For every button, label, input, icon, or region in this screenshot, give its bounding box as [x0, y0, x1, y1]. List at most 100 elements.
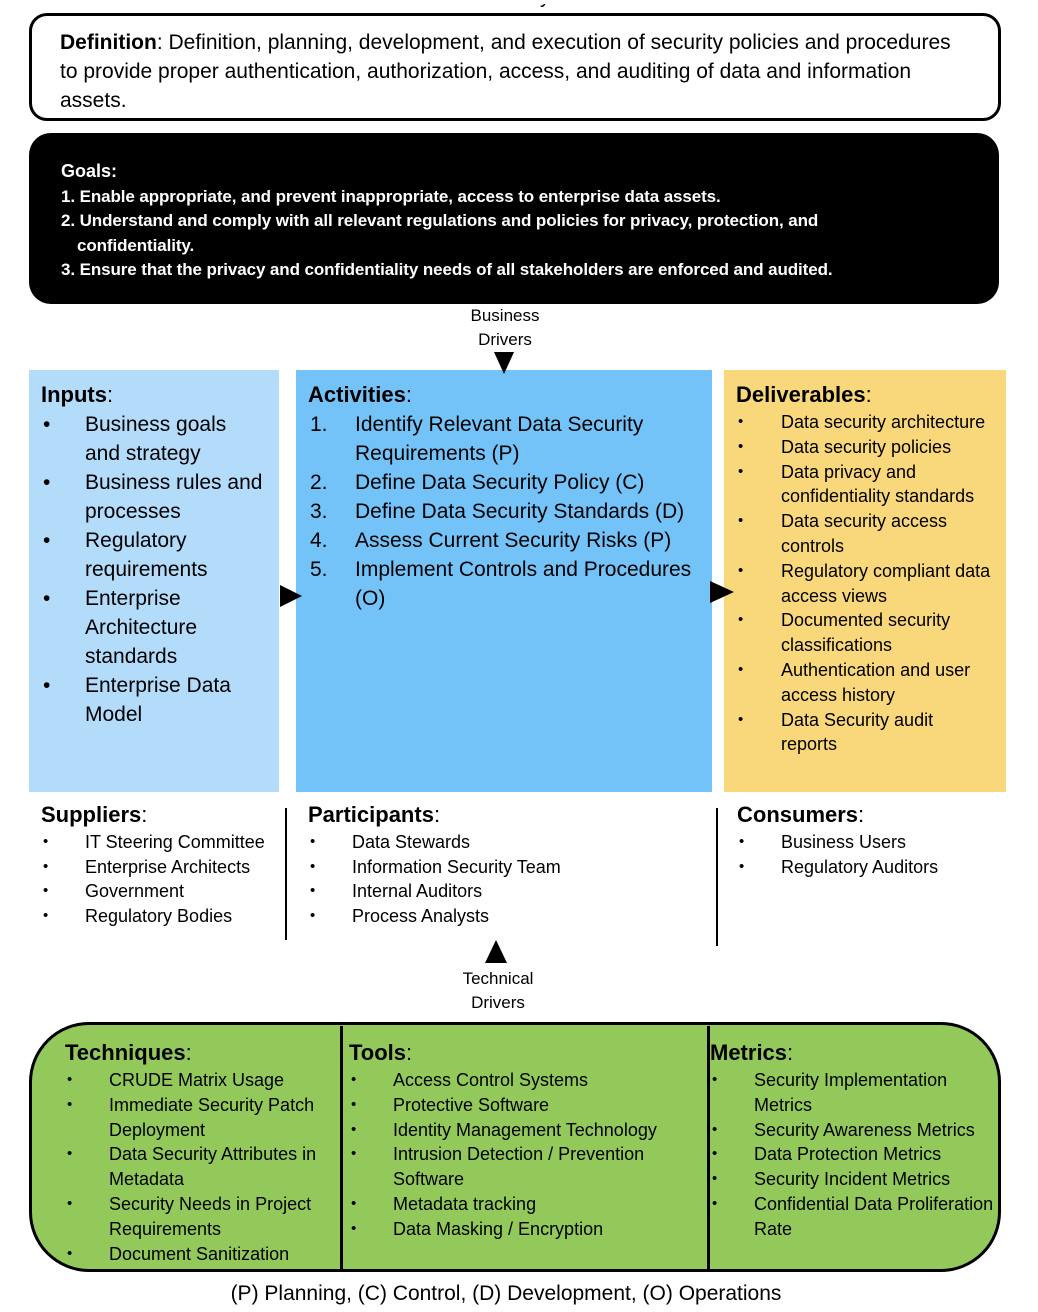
cropped-page-title: Data Security	[430, 0, 550, 9]
list-item: 2.Define Data Security Policy (C)	[308, 468, 700, 497]
participants-title-colon: :	[433, 802, 441, 827]
supplier-text: IT Steering Committee	[85, 832, 265, 852]
definition-box: Definition: Definition, planning, develo…	[29, 13, 1001, 121]
list-item: •Metadata tracking	[349, 1192, 704, 1217]
list-item: • Security Needs in Project Requirements	[65, 1192, 340, 1242]
activities-title: Activities	[308, 382, 406, 407]
metrics-section: Metrics: •Security Implementation Metric…	[710, 1038, 998, 1242]
inputs-title-colon: :	[107, 382, 114, 407]
bullet-icon: •	[738, 437, 744, 455]
bullet-icon: •	[67, 1244, 73, 1262]
bullet-icon: •	[712, 1071, 718, 1088]
list-item: •Business Users	[737, 830, 1007, 855]
bullet-icon: •	[43, 907, 49, 925]
goal-number: 2.	[61, 211, 75, 230]
supplier-text: Enterprise Architects	[85, 856, 251, 877]
list-item: •Process Analysts	[308, 904, 708, 929]
goal-item: 2. Understand and comply with all releva…	[61, 209, 967, 258]
input-text: Business goals and strategy	[85, 413, 227, 465]
bullet-icon: •	[43, 857, 49, 875]
bullet-icon: •	[712, 1145, 718, 1163]
technical-drivers-line2: Drivers	[471, 993, 525, 1012]
tool-text: Identity Management Technology	[393, 1119, 657, 1140]
bullet-icon: •	[351, 1095, 357, 1113]
metric-text: Security Incident Metrics	[754, 1169, 951, 1190]
bullet-icon: •	[351, 1071, 357, 1088]
list-item: 5. Implement Controls and Procedures (O)	[308, 555, 700, 613]
list-item: •CRUDE Matrix Usage	[65, 1068, 340, 1093]
technique-text: Security Needs in Project Requirements	[109, 1193, 312, 1239]
goal-number: 1.	[61, 186, 75, 206]
metric-text: Confidential Data Proliferation Rate	[754, 1193, 994, 1239]
deliverables-title-colon: :	[865, 382, 872, 407]
goal-number: 3.	[61, 260, 75, 279]
input-text: Enterprise Data Model	[85, 674, 231, 726]
activities-panel: Activities: 1. Identify Relevant Data Sec…	[296, 370, 712, 792]
list-item: •Information Security Team	[308, 855, 708, 880]
inputs-list: •Business goals and strategy •Business r…	[41, 410, 267, 729]
techniques-tools-metrics-box	[29, 1022, 1001, 1272]
technical-drivers-label: Technical Drivers	[447, 967, 549, 1015]
bullet-icon: •	[739, 833, 745, 850]
list-item: •Data security architecture	[736, 410, 994, 435]
activities-title-colon: :	[405, 382, 412, 407]
bullet-icon: •	[310, 857, 316, 875]
activity-text: Identify Relevant Data Security Requirem…	[355, 413, 644, 465]
list-item: •Immediate Security Patch Deployment	[65, 1093, 340, 1143]
bullet-icon: •	[738, 561, 744, 579]
metric-text: Security Implementation Metrics	[754, 1070, 948, 1115]
bullet-icon: •	[67, 1194, 73, 1212]
tools-title-colon: :	[406, 1040, 413, 1065]
list-item: •Data Security Attributes in Metadata	[65, 1142, 340, 1192]
input-text: Enterprise Architecture standards	[85, 587, 198, 668]
activity-number: 4.	[310, 529, 328, 552]
technical-drivers-line1: Technical	[462, 969, 534, 988]
deliverable-text: Authentication and user access history	[781, 659, 971, 705]
list-item: •Data security access controls	[736, 509, 994, 559]
bullet-icon: •	[43, 882, 49, 900]
bullet-icon: •	[67, 1145, 73, 1163]
goal-text: Understand and comply with all relevant …	[79, 211, 819, 230]
list-item: •Enterprise Architecture standards	[41, 584, 267, 671]
bullet-icon: •	[351, 1120, 357, 1138]
tool-text: Access Control Systems	[393, 1070, 589, 1090]
list-item: •Enterprise Data Model	[41, 671, 267, 729]
suppliers-title-colon: :	[141, 802, 148, 827]
goal-text: Enable appropriate, and prevent inapprop…	[79, 186, 721, 206]
list-item: • Authentication and user access history	[736, 658, 994, 708]
deliverables-panel: Deliverables: •Data security architectur…	[724, 370, 1006, 792]
bullet-icon: •	[43, 413, 51, 436]
technical-drivers-arrow-icon	[485, 940, 507, 963]
bullet-icon: •	[712, 1170, 718, 1188]
input-text: Business rules and processes	[85, 471, 263, 523]
consumers-title: Consumers	[737, 802, 859, 827]
technique-text: Immediate Security Patch Deployment	[109, 1094, 315, 1140]
bullet-icon: •	[738, 413, 744, 430]
bullet-icon: •	[310, 833, 316, 850]
goals-label: Goals	[61, 161, 112, 181]
metric-text: Security Awareness Metrics	[754, 1119, 975, 1140]
bullet-icon: •	[351, 1145, 357, 1163]
technique-text: Document Sanitization	[109, 1243, 290, 1264]
input-text: Regulatory requirements	[85, 529, 208, 581]
goal-item: 1. Enable appropriate, and prevent inapp…	[61, 185, 967, 210]
list-item: •Regulatory requirements	[41, 526, 267, 584]
list-item: •Data Security audit reports	[736, 708, 994, 758]
deliverable-text: Regulatory compliant data access views	[781, 560, 991, 606]
list-item: •Data Protection Metrics	[710, 1142, 998, 1167]
list-item: • Regulatory compliant data access views	[736, 559, 994, 609]
activity-text: Implement Controls and Procedures (O)	[355, 558, 692, 610]
goals-colon: :	[111, 161, 118, 181]
bullet-icon: •	[310, 907, 316, 925]
suppliers-title: Suppliers	[41, 802, 142, 827]
deliverable-text: Data security policies	[781, 436, 952, 457]
bullet-icon: •	[738, 660, 744, 678]
activity-number: 5.	[310, 558, 328, 581]
techniques-title-colon: :	[185, 1040, 192, 1065]
list-item: • Security Implementation Metrics	[710, 1068, 998, 1118]
divider-line	[716, 808, 718, 946]
inputs-panel: Inputs: •Business goals and strategy •Bu…	[29, 370, 279, 792]
deliverables-title: Deliverables	[736, 382, 866, 407]
activity-number: 1.	[310, 413, 328, 436]
